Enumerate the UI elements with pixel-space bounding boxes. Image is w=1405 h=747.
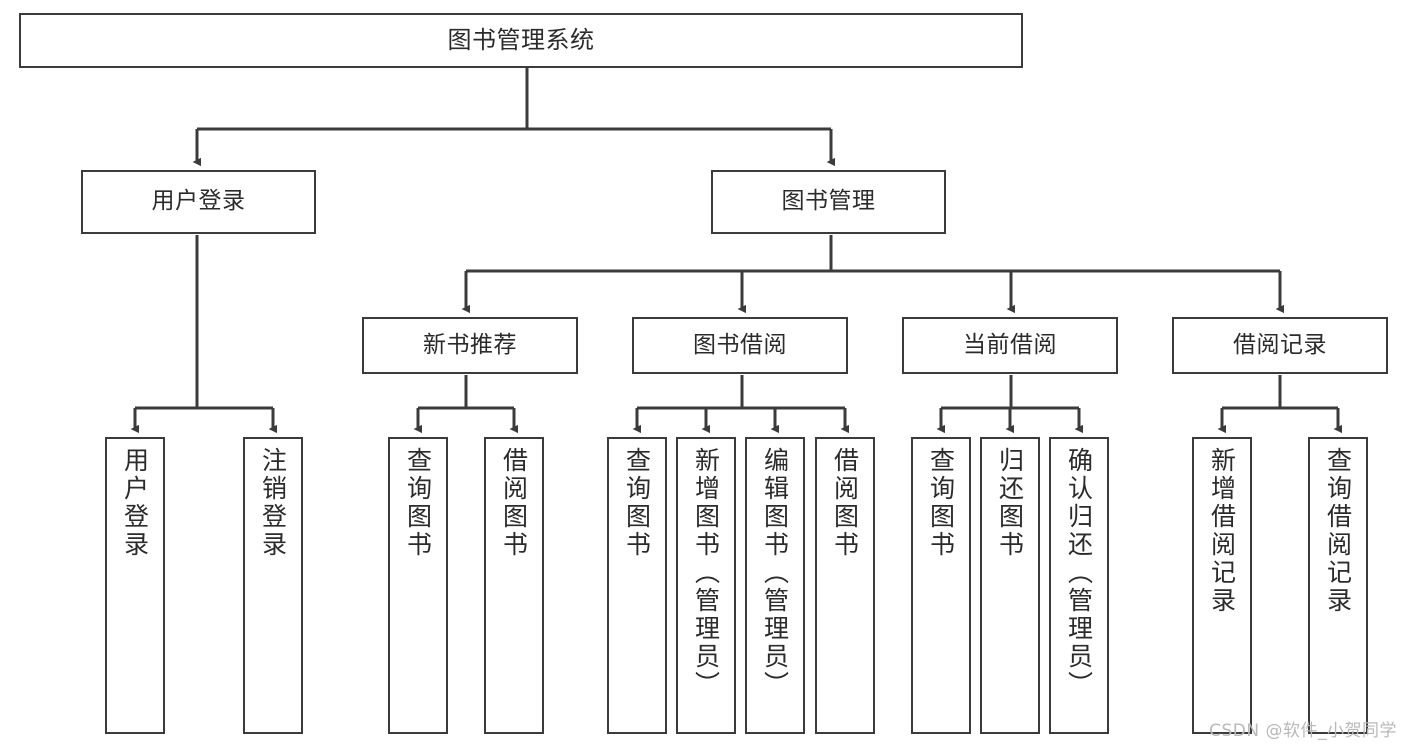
node-label: 用户登录 [120, 447, 150, 559]
node-label: 确认归还（管理员） [1064, 447, 1094, 699]
node-label: 当前借阅 [963, 331, 1057, 358]
node-label: 归还图书 [995, 447, 1025, 559]
node-leaf-add-book[interactable]: 新增图书（管理员） [676, 437, 736, 734]
node-borrow-record[interactable]: 借阅记录 [1172, 317, 1388, 374]
node-label: 查询图书 [622, 447, 652, 559]
node-new-book-recommend[interactable]: 新书推荐 [362, 317, 578, 374]
node-label: 新书推荐 [423, 331, 517, 358]
node-leaf-user-logout[interactable]: 注销登录 [243, 437, 303, 734]
node-book-management[interactable]: 图书管理 [711, 170, 946, 234]
node-user-login[interactable]: 用户登录 [81, 170, 316, 234]
node-root-book-management-system[interactable]: 图书管理系统 [19, 13, 1023, 68]
node-book-borrow[interactable]: 图书借阅 [632, 317, 848, 374]
node-label: 图书借阅 [693, 331, 787, 358]
node-label: 注销登录 [258, 447, 288, 559]
node-label: 查询借阅记录 [1323, 447, 1353, 615]
node-leaf-borrow-book-2[interactable]: 借阅图书 [815, 437, 875, 734]
node-leaf-query-book-2[interactable]: 查询图书 [607, 437, 667, 734]
node-leaf-return-book[interactable]: 归还图书 [980, 437, 1040, 734]
node-leaf-user-login[interactable]: 用户登录 [105, 437, 165, 734]
node-leaf-add-borrow-record[interactable]: 新增借阅记录 [1192, 437, 1252, 734]
node-label: 新增图书（管理员） [691, 447, 721, 699]
csdn-watermark: CSDN @软件_小贺同学 [1209, 721, 1397, 741]
node-label: 借阅记录 [1233, 331, 1327, 358]
node-label: 图书管理系统 [447, 26, 595, 55]
node-label: 新增借阅记录 [1207, 447, 1237, 615]
node-leaf-edit-book[interactable]: 编辑图书（管理员） [745, 437, 805, 734]
node-label: 查询图书 [403, 447, 433, 559]
node-label: 图书管理 [781, 188, 876, 215]
node-leaf-query-borrow-record[interactable]: 查询借阅记录 [1308, 437, 1368, 734]
node-current-borrow[interactable]: 当前借阅 [902, 317, 1118, 374]
node-leaf-confirm-return[interactable]: 确认归还（管理员） [1049, 437, 1109, 734]
node-label: 查询图书 [926, 447, 956, 559]
node-label: 编辑图书（管理员） [760, 447, 790, 699]
node-label: 借阅图书 [499, 447, 529, 559]
node-leaf-query-book-3[interactable]: 查询图书 [911, 437, 971, 734]
node-label: 借阅图书 [830, 447, 860, 559]
node-leaf-query-book-1[interactable]: 查询图书 [388, 437, 448, 734]
node-leaf-borrow-book-1[interactable]: 借阅图书 [484, 437, 544, 734]
node-label: 用户登录 [151, 188, 246, 215]
